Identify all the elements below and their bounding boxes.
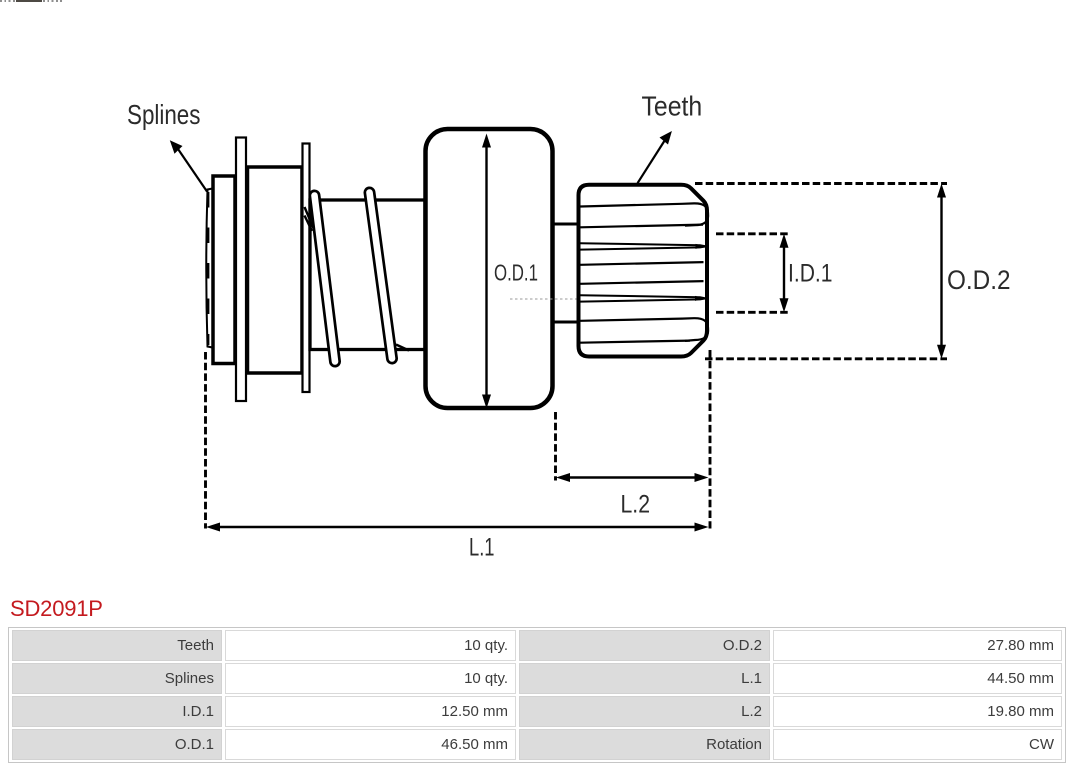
svg-text:Splines: Splines	[127, 100, 200, 131]
svg-text:Teeth: Teeth	[642, 90, 703, 122]
svg-text:L.2: L.2	[621, 490, 650, 518]
svg-text:O.D.2: O.D.2	[947, 266, 1011, 295]
svg-text:L.1: L.1	[469, 533, 494, 562]
svg-text:O.D.1: O.D.1	[494, 261, 538, 286]
svg-text:I.D.1: I.D.1	[788, 259, 832, 287]
